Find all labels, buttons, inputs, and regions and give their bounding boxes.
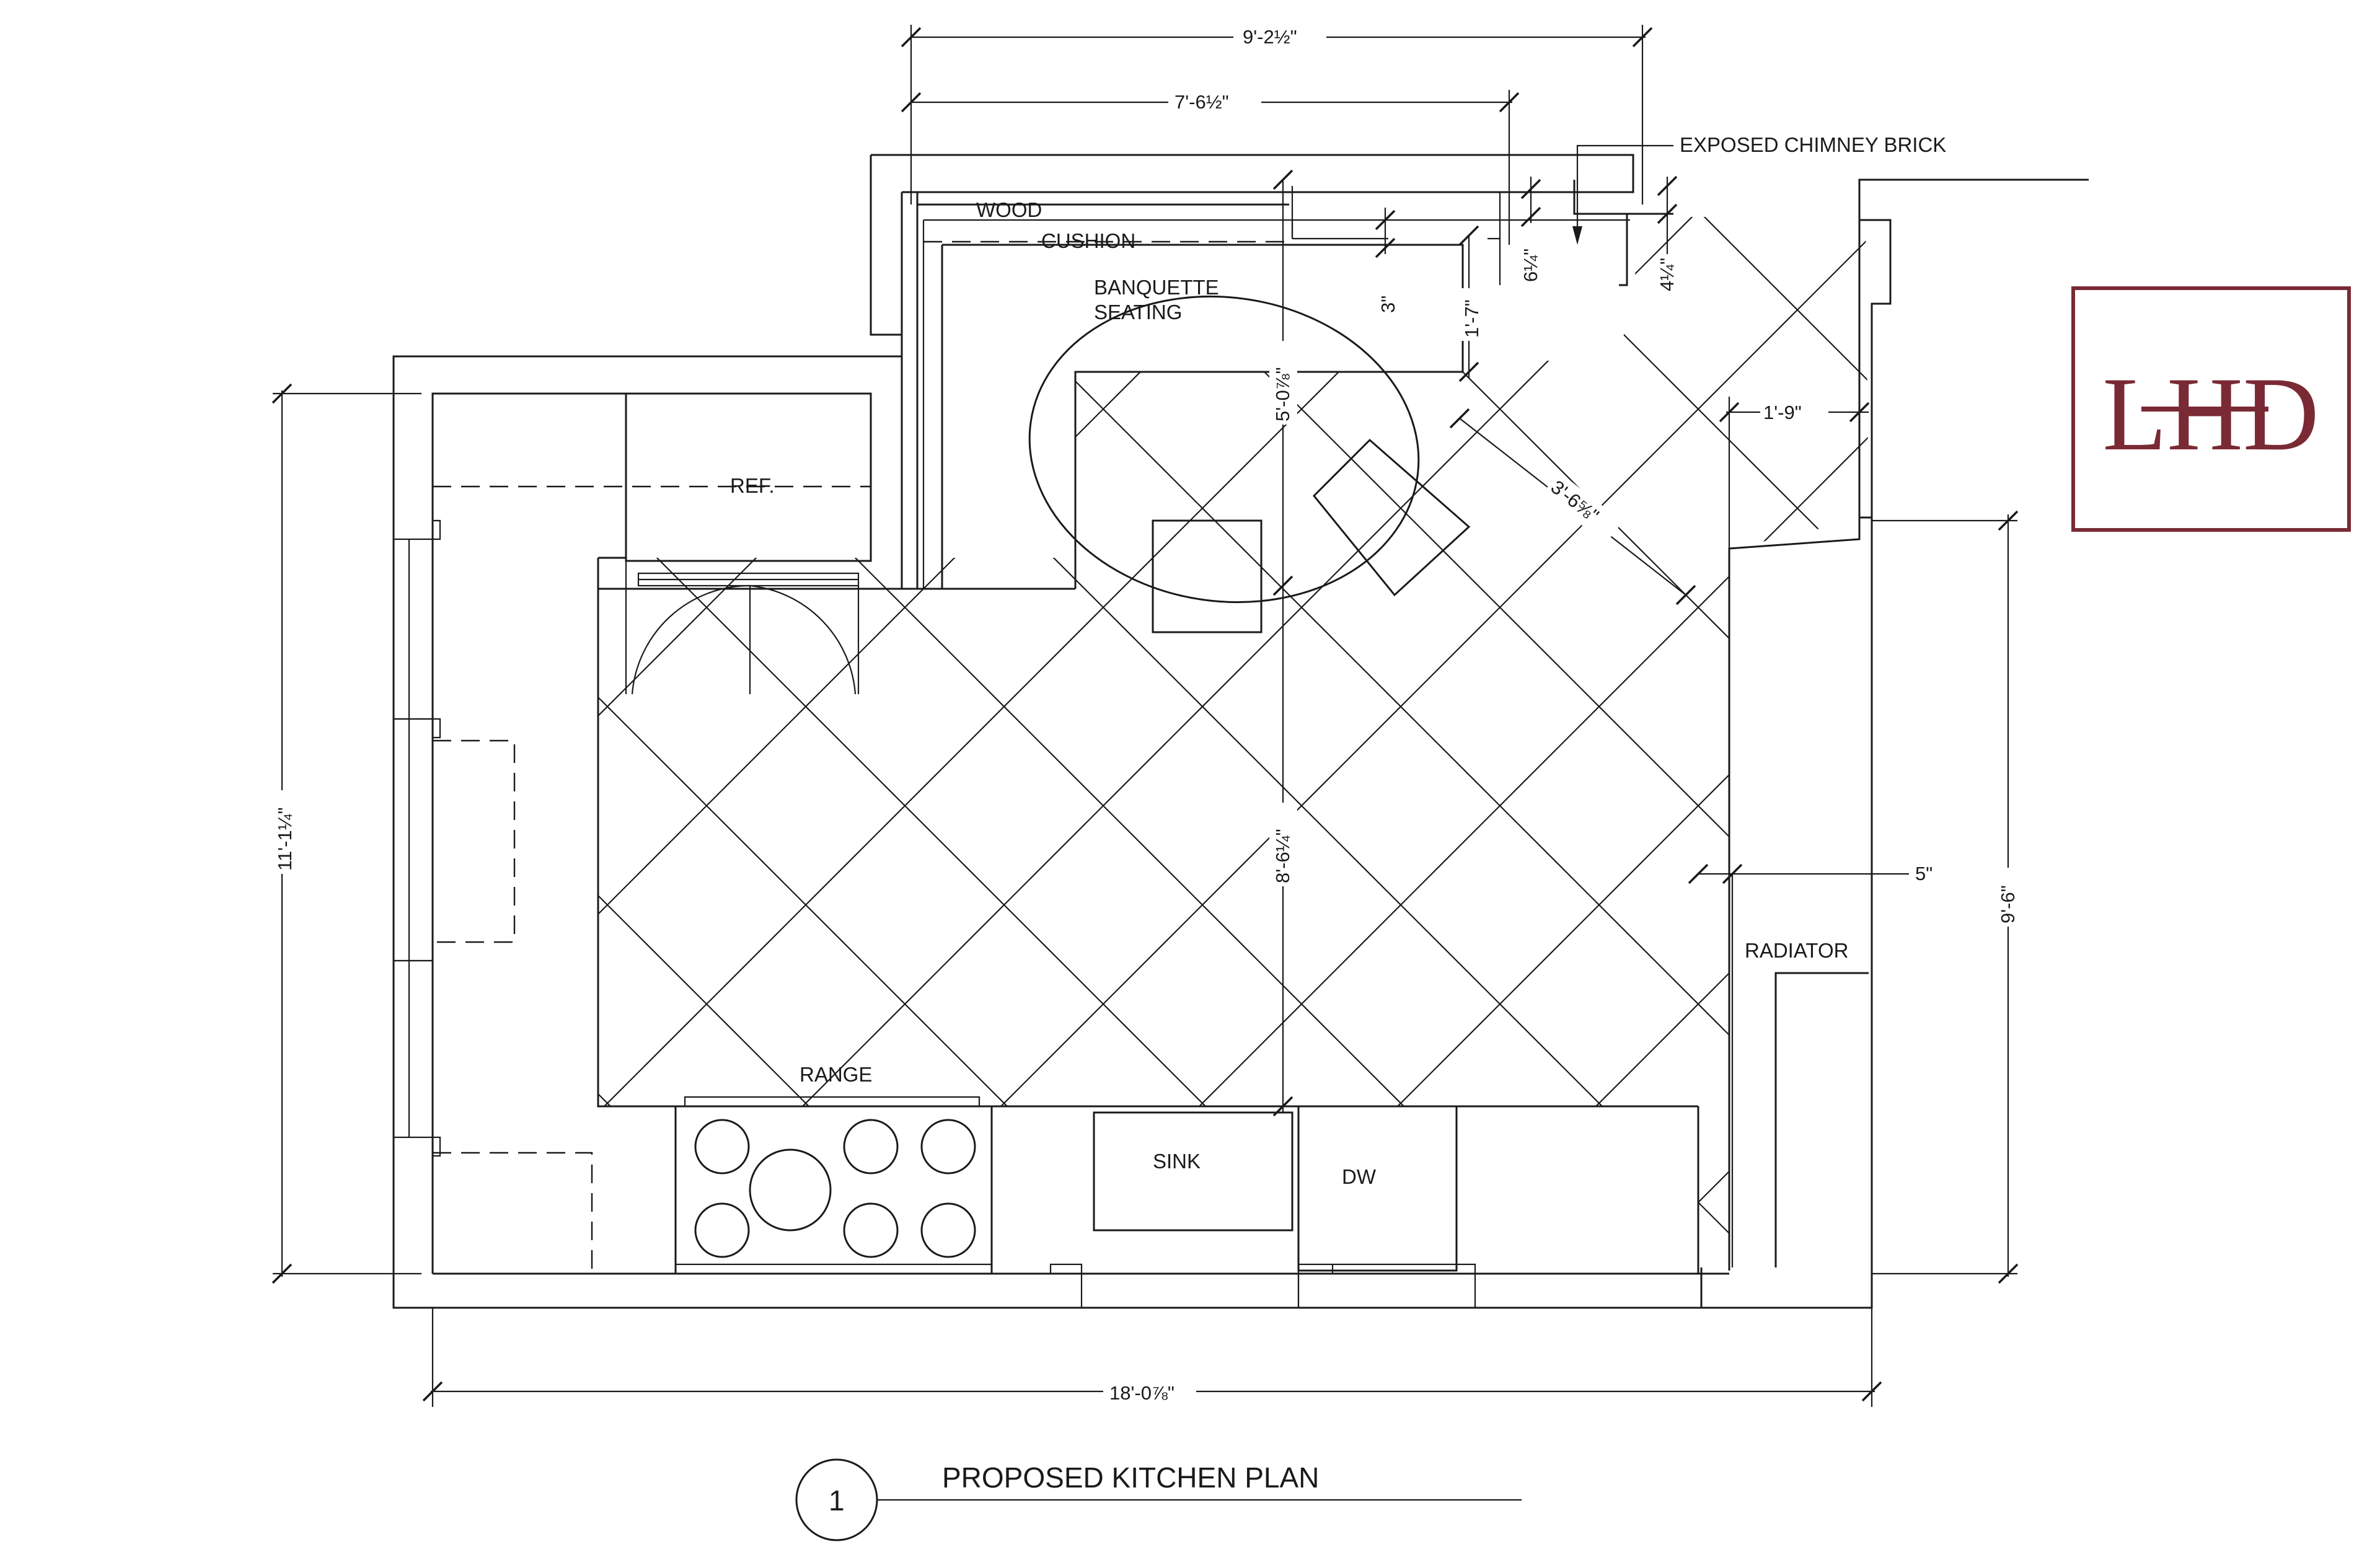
tile-line [694, 211, 1869, 1271]
dim-ledge-1: 6¼" [1520, 249, 1541, 282]
label-dishwasher: DW [1342, 1165, 1377, 1188]
tile-line [598, 211, 720, 1271]
tile-line [598, 211, 1869, 1271]
refrigerator [433, 392, 872, 695]
tile-line [2082, 0, 2380, 1560]
plan-title-text: PROPOSED KITCHEN PLAN [942, 1461, 1319, 1494]
label-sink: SINK [1153, 1150, 1201, 1173]
tile-line [598, 211, 918, 1271]
tile-line [1090, 211, 1869, 1271]
dim-top-inner: 7'-6½" [1175, 91, 1229, 113]
tile-line [2281, 0, 2380, 1560]
dim-top-overall: 9'-2½" [1243, 26, 1297, 48]
counters [433, 557, 1698, 1274]
tile-line [0, 0, 124, 1560]
tile-line [1487, 211, 1869, 1271]
label-chimney: EXPOSED CHIMNEY BRICK [1680, 133, 1946, 156]
tile-line [1289, 211, 1869, 1271]
label-refrigerator: REF. [730, 474, 775, 497]
dimension-lines [271, 25, 2019, 1407]
dim-right-height: 9'-6" [1997, 885, 2019, 923]
tile-line [1884, 0, 2380, 1560]
tile-line [0, 0, 521, 1560]
tile-line [1487, 211, 1869, 1271]
tile-line [1289, 211, 1869, 1271]
sink-run [1093, 1105, 1699, 1274]
bottom-windows [1049, 1263, 1476, 1309]
label-radiator: RADIATOR [1745, 939, 1848, 962]
dim-center-upper: 5'-0⅞" [1272, 367, 1294, 421]
tile-line [1685, 211, 1869, 1271]
dim-radiator-gap: 5" [1915, 863, 1933, 884]
lhd-logo-text: LHD [2102, 356, 2319, 472]
tile-line [1685, 211, 1869, 1271]
tile-line [598, 211, 1116, 1271]
dim-center-lower: 8'-6¼" [1272, 829, 1294, 883]
dim-ledge-2: 4¼" [1656, 258, 1678, 291]
range [674, 1096, 993, 1275]
detail-number: 1 [829, 1484, 845, 1517]
tile-line [0, 0, 322, 1560]
label-range: RANGE [800, 1063, 872, 1086]
tile-line [598, 211, 1513, 1271]
left-windows [392, 519, 441, 1157]
tile-line [0, 0, 124, 1560]
dim-left-height: 11'-1¼" [274, 807, 296, 871]
fixture-labels: WOOD CUSHION BANQUETTE SEATING REF. RANG… [730, 133, 1946, 1188]
tile-line [2281, 0, 2380, 1560]
walls [392, 154, 2089, 1309]
tile-line [598, 211, 1513, 1271]
dimension-labels: 9'-2½" 7'-6½" 11'-1¼" 9'-6" 18'-0⅞" 5" 1… [270, 19, 2021, 1410]
tile-line [892, 211, 1869, 1271]
tile-line [1090, 211, 1869, 1271]
label-banquette: BANQUETTE [1094, 276, 1219, 299]
tile-line [598, 211, 1116, 1271]
label-seating: SEATING [1094, 301, 1182, 324]
radiator [1731, 874, 1869, 1267]
tile-line [0, 0, 322, 1560]
tile-line [598, 211, 720, 1271]
tile-line [0, 0, 521, 1560]
tile-line [598, 211, 1869, 1271]
tile-line [1884, 0, 2380, 1560]
lhd-logo: LHD [2071, 286, 2351, 532]
dim-bottom-width: 18'-0⅞" [1109, 1382, 1175, 1404]
dim-cushion-gap: 3" [1377, 296, 1399, 313]
tile-line [2082, 0, 2380, 1560]
dim-bench-depth: 1'-7" [1461, 299, 1483, 338]
plan-title: 1 PROPOSED KITCHEN PLAN [795, 1458, 1522, 1541]
label-cushion: CUSHION [1041, 229, 1135, 252]
tile-line [598, 211, 1869, 1271]
banquette [598, 186, 1630, 633]
dim-chimney-offset: 1'-9" [1763, 402, 1802, 423]
tile-line [598, 211, 918, 1271]
label-wood: WOOD [976, 198, 1042, 221]
